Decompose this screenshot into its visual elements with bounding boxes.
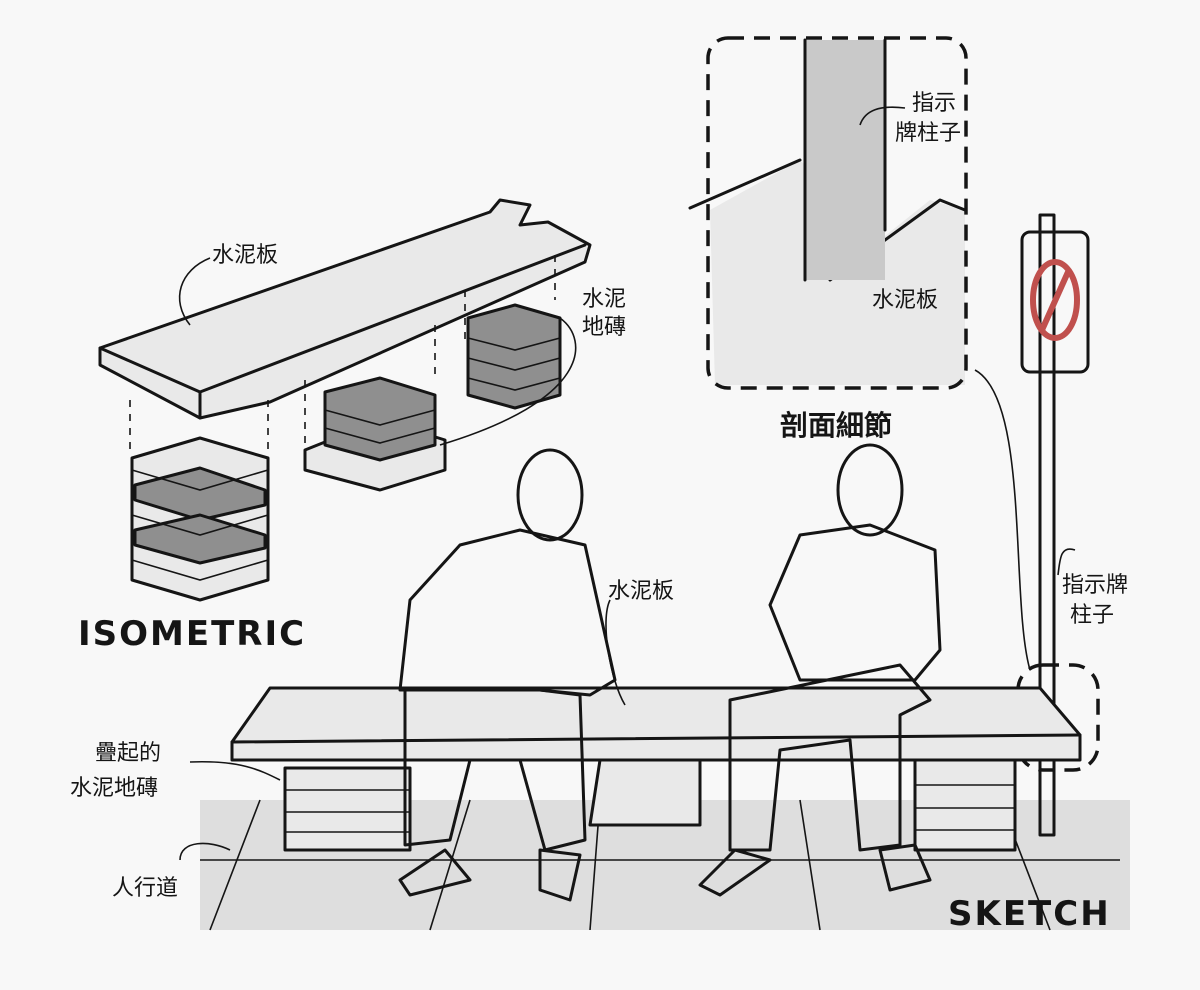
sidewalk-arrow	[179, 842, 231, 861]
isometric-guide-lines	[129, 255, 556, 455]
detail-post-arrow	[859, 106, 906, 126]
person-right	[698, 443, 942, 897]
iso-tile-arrow	[439, 317, 577, 446]
label-detail-post-1: 指示	[912, 91, 956, 116]
label-sidewalk: 人行道	[112, 876, 178, 901]
sign-post-arrow	[1057, 548, 1076, 576]
bench-slab-arrow	[605, 599, 626, 706]
iso-slab-arrow	[178, 257, 211, 326]
sketch-title: SKETCH	[948, 894, 1111, 934]
sidewalk	[200, 799, 1130, 931]
label-iso-slab: 水泥板	[212, 243, 278, 268]
label-sign-post-2: 柱子	[1070, 603, 1114, 628]
isometric-tile-stack-middle	[303, 376, 447, 492]
bench	[230, 686, 1082, 852]
label-detail-slab: 水泥板	[872, 288, 938, 313]
isometric-concrete-slab	[98, 198, 592, 420]
isometric-tile-stack-left	[130, 436, 270, 602]
label-sign-post-1: 指示牌	[1062, 573, 1128, 598]
label-detail-post-2: 牌柱子	[895, 121, 961, 146]
isometric-title: ISOMETRIC	[78, 614, 306, 654]
label-iso-tiles-2: 地磚	[582, 315, 626, 340]
stacked-tiles-arrow	[189, 760, 281, 781]
isometric-tile-stack-right	[466, 303, 562, 410]
detail-link-line	[974, 369, 1031, 671]
person-left	[398, 448, 617, 902]
section-detail	[688, 36, 968, 390]
label-stacked-tiles-2: 水泥地磚	[70, 776, 158, 801]
label-stacked-tiles-1: 疊起的	[95, 741, 161, 766]
street-sign	[974, 213, 1100, 837]
label-iso-tiles-1: 水泥	[582, 287, 626, 312]
detail-caption: 剖面細節	[780, 409, 892, 442]
label-bench-slab: 水泥板	[608, 579, 674, 604]
